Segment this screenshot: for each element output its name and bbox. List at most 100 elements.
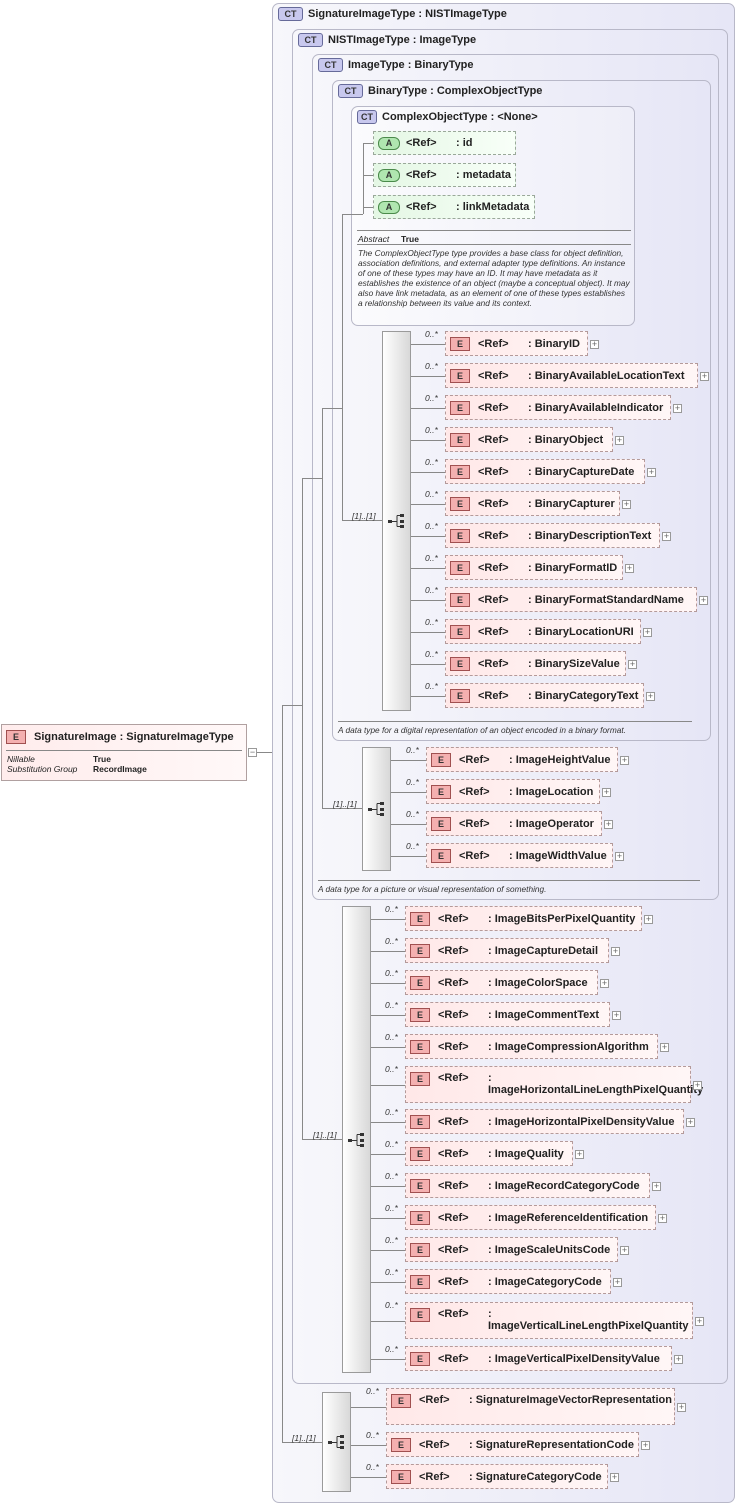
element-icon: E — [410, 1351, 430, 1366]
expand-toggle[interactable]: + — [700, 371, 709, 381]
element-imagewidthvalue[interactable]: E<Ref>: ImageWidthValue — [426, 843, 613, 868]
element-imagecategorycode[interactable]: E<Ref>: ImageCategoryCode — [405, 1269, 611, 1294]
element-imagehorizontallinelengthpixelquantity[interactable]: E<Ref>: ImageHorizontalLineLengthPixelQu… — [405, 1066, 703, 1103]
type-title: BinaryType : ComplexObjectType — [368, 85, 543, 97]
element-imagereferenceidentification[interactable]: E<Ref>: ImageReferenceIdentification — [405, 1205, 656, 1230]
sequence-icon — [327, 1435, 344, 1449]
element-name: : BinaryCaptureDate — [528, 465, 635, 478]
expand-toggle[interactable]: + — [662, 531, 671, 541]
expand-toggle[interactable]: + — [699, 595, 708, 605]
element-imagecolorspace[interactable]: E<Ref>: ImageColorSpace — [405, 970, 598, 995]
element-name: : ImageCaptureDetail — [488, 944, 599, 957]
attribute-1[interactable]: A<Ref>: metadata — [373, 163, 516, 187]
element-imageverticallinelengthpixelquantity[interactable]: E<Ref>: ImageVerticalLineLengthPixelQuan… — [405, 1302, 693, 1339]
expand-toggle[interactable]: + — [641, 1440, 650, 1450]
element-name: : ImageScaleUnitsCode — [488, 1243, 611, 1256]
element-imageheightvalue[interactable]: E<Ref>: ImageHeightValue — [426, 747, 618, 772]
element-imageoperator[interactable]: E<Ref>: ImageOperator — [426, 811, 602, 836]
expand-toggle[interactable]: + — [610, 1472, 619, 1482]
collapse-toggle[interactable]: − — [248, 747, 257, 757]
element-binarycapturer[interactable]: E<Ref>: BinaryCapturer — [445, 491, 620, 516]
expand-toggle[interactable]: + — [615, 435, 624, 445]
element-signaturerepresentationcode[interactable]: E<Ref>: SignatureRepresentationCode — [386, 1432, 639, 1457]
expand-toggle[interactable]: + — [590, 339, 599, 349]
sequence-compositor[interactable] — [322, 1392, 351, 1492]
element-imagecapturedetail[interactable]: E<Ref>: ImageCaptureDetail — [405, 938, 609, 963]
element-signatureimagevectorrepresentation[interactable]: E<Ref>: SignatureImageVectorRepresentati… — [386, 1388, 675, 1425]
expand-toggle[interactable]: + — [612, 1010, 621, 1020]
expand-toggle[interactable]: + — [677, 1402, 686, 1412]
sequence-icon — [387, 514, 404, 528]
expand-toggle[interactable]: + — [620, 755, 629, 765]
attribute-2[interactable]: A<Ref>: linkMetadata — [373, 195, 535, 219]
element-binarysizevalue[interactable]: E<Ref>: BinarySizeValue — [445, 651, 626, 676]
expand-toggle[interactable]: + — [644, 914, 653, 924]
expand-toggle[interactable]: + — [674, 1354, 683, 1364]
expand-toggle[interactable]: + — [643, 627, 652, 637]
element-binarycapturedate[interactable]: E<Ref>: BinaryCaptureDate — [445, 459, 645, 484]
element-binaryid[interactable]: E<Ref>: BinaryID — [445, 331, 588, 356]
expand-toggle[interactable]: + — [613, 1277, 622, 1287]
element-multiplicity: 0..* — [366, 1386, 379, 1396]
element-icon: E — [450, 528, 470, 543]
element-icon: E — [431, 816, 451, 831]
element-imagequality[interactable]: E<Ref>: ImageQuality — [405, 1141, 573, 1166]
element-binaryobject[interactable]: E<Ref>: BinaryObject — [445, 427, 613, 452]
expand-toggle[interactable]: + — [647, 467, 656, 477]
element-multiplicity: 0..* — [425, 681, 438, 691]
expand-toggle[interactable]: + — [652, 1181, 661, 1191]
expand-toggle[interactable]: + — [693, 1080, 702, 1090]
expand-toggle[interactable]: + — [575, 1149, 584, 1159]
element-multiplicity: 0..* — [385, 904, 398, 914]
element-name: : BinaryFormatID — [528, 561, 618, 574]
expand-toggle[interactable]: + — [686, 1117, 695, 1127]
attribute-0[interactable]: A<Ref>: id — [373, 131, 516, 155]
element-name: : BinaryLocationURI — [528, 625, 634, 638]
expand-toggle[interactable]: + — [622, 499, 631, 509]
expand-toggle[interactable]: + — [600, 978, 609, 988]
complex-type-icon: CT — [298, 33, 323, 47]
sequence-multiplicity: [1]..[1] — [313, 1130, 337, 1140]
expand-toggle[interactable]: + — [660, 1042, 669, 1052]
expand-toggle[interactable]: + — [615, 851, 624, 861]
ref-label: <Ref> — [459, 785, 490, 798]
ref-label: <Ref> — [459, 817, 490, 830]
element-imagehorizontalpixeldensityvalue[interactable]: E<Ref>: ImageHorizontalPixelDensityValue — [405, 1109, 684, 1134]
element-imagescaleunitscode[interactable]: E<Ref>: ImageScaleUnitsCode — [405, 1237, 618, 1262]
element-multiplicity: 0..* — [425, 425, 438, 435]
element-imagerecordcategorycode[interactable]: E<Ref>: ImageRecordCategoryCode — [405, 1173, 650, 1198]
element-signaturecategorycode[interactable]: E<Ref>: SignatureCategoryCode — [386, 1464, 608, 1489]
expand-toggle[interactable]: + — [658, 1213, 667, 1223]
sequence-compositor[interactable] — [342, 906, 371, 1373]
element-binarycategorytext[interactable]: E<Ref>: BinaryCategoryText — [445, 683, 644, 708]
expand-toggle[interactable]: + — [611, 946, 620, 956]
expand-toggle[interactable]: + — [673, 403, 682, 413]
expand-toggle[interactable]: + — [646, 691, 655, 701]
expand-toggle[interactable]: + — [628, 659, 637, 669]
expand-toggle[interactable]: + — [695, 1316, 704, 1326]
element-binarylocationuri[interactable]: E<Ref>: BinaryLocationURI — [445, 619, 641, 644]
element-binaryavailableindicator[interactable]: E<Ref>: BinaryAvailableIndicator — [445, 395, 671, 420]
expand-toggle[interactable]: + — [602, 787, 611, 797]
element-imageverticalpixeldensityvalue[interactable]: E<Ref>: ImageVerticalPixelDensityValue — [405, 1346, 672, 1371]
expand-toggle[interactable]: + — [620, 1245, 629, 1255]
sequence-compositor[interactable] — [362, 747, 391, 871]
element-binaryavailablelocationtext[interactable]: E<Ref>: BinaryAvailableLocationText — [445, 363, 698, 388]
type-title: ImageType : BinaryType — [348, 59, 474, 71]
element-multiplicity: 0..* — [385, 1032, 398, 1042]
expand-toggle[interactable]: + — [604, 819, 613, 829]
element-binaryformatstandardname[interactable]: E<Ref>: BinaryFormatStandardName — [445, 587, 697, 612]
element-imagebitsperpixelquantity[interactable]: E<Ref>: ImageBitsPerPixelQuantity — [405, 906, 642, 931]
element-icon: E — [450, 400, 470, 415]
element-imagecompressionalgorithm[interactable]: E<Ref>: ImageCompressionAlgorithm — [405, 1034, 658, 1059]
element-icon: E — [391, 1469, 411, 1484]
ref-label: <Ref> — [459, 753, 490, 766]
expand-toggle[interactable]: + — [625, 563, 634, 573]
element-multiplicity: 0..* — [366, 1462, 379, 1472]
sequence-compositor[interactable] — [382, 331, 411, 711]
element-binaryformatid[interactable]: E<Ref>: BinaryFormatID — [445, 555, 623, 580]
element-binarydescriptiontext[interactable]: E<Ref>: BinaryDescriptionText — [445, 523, 660, 548]
element-imagecommenttext[interactable]: E<Ref>: ImageCommentText — [405, 1002, 610, 1027]
element-imagelocation[interactable]: E<Ref>: ImageLocation — [426, 779, 600, 804]
root-element[interactable]: E SignatureImage : SignatureImageType Ni… — [1, 724, 247, 781]
